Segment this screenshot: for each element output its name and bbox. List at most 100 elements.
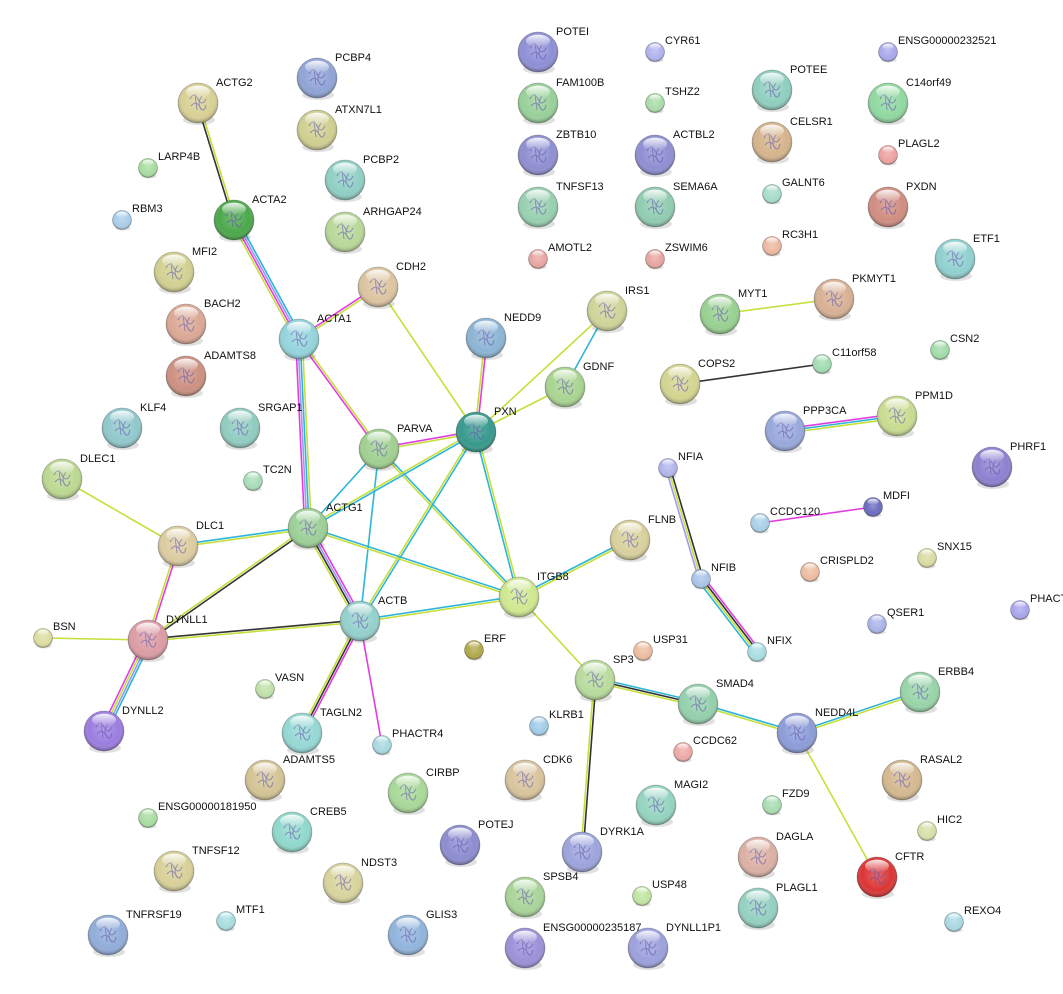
node-itgb8[interactable] bbox=[498, 576, 540, 619]
node-potee[interactable] bbox=[751, 69, 793, 112]
node-plagl2[interactable] bbox=[878, 145, 898, 166]
node-dlc1[interactable] bbox=[157, 525, 199, 568]
node-ppm1d[interactable] bbox=[876, 395, 918, 438]
node-larp4b[interactable] bbox=[138, 158, 158, 179]
node-dlec1[interactable] bbox=[41, 458, 83, 501]
edge-sp3-dyrk1a[interactable] bbox=[580, 679, 597, 853]
edge-irs1-pxn[interactable] bbox=[475, 310, 608, 433]
node-c14orf49[interactable] bbox=[867, 82, 909, 125]
edge-dlc1-dlec1[interactable] bbox=[61, 478, 179, 547]
edge-actg2-acta2[interactable] bbox=[196, 102, 236, 221]
node-tc2n[interactable] bbox=[243, 471, 263, 492]
node-dynll1[interactable] bbox=[127, 619, 169, 662]
node-cftr[interactable] bbox=[856, 856, 898, 899]
node-fam100b[interactable] bbox=[517, 82, 559, 125]
node-atxn7l1[interactable] bbox=[296, 109, 338, 152]
edge-actg1-dlc1[interactable] bbox=[177, 526, 309, 548]
edge-cops2-c11orf58[interactable] bbox=[679, 363, 823, 385]
edge-actg1-itgb8[interactable] bbox=[307, 526, 520, 599]
node-gdnf[interactable] bbox=[544, 366, 586, 409]
node-potei[interactable] bbox=[517, 31, 559, 74]
edge-actb-itgb8[interactable] bbox=[359, 595, 520, 623]
edge-pxn-actb[interactable] bbox=[358, 431, 478, 622]
node-etf1[interactable] bbox=[934, 238, 976, 281]
node-actg2[interactable] bbox=[177, 82, 219, 125]
node-phactr4[interactable] bbox=[372, 735, 392, 756]
node-bsn[interactable] bbox=[33, 628, 53, 649]
node-magi2[interactable] bbox=[635, 784, 677, 827]
node-fzd9[interactable] bbox=[762, 795, 782, 816]
node-actb[interactable] bbox=[339, 600, 381, 643]
edge-ccdc120-mdfi[interactable] bbox=[759, 506, 874, 524]
node-adamts5[interactable] bbox=[244, 759, 286, 802]
edge-actg1-dynll1[interactable] bbox=[146, 526, 310, 642]
edge-nedd4l-cftr[interactable] bbox=[796, 732, 878, 878]
node-glis3[interactable] bbox=[387, 914, 429, 957]
node-cirbp[interactable] bbox=[387, 772, 429, 815]
node-sp3[interactable] bbox=[574, 659, 616, 702]
node-actbl2[interactable] bbox=[634, 134, 676, 177]
node-srgap1[interactable] bbox=[219, 407, 261, 450]
node-arhgap24[interactable] bbox=[324, 211, 366, 254]
node-flnb[interactable] bbox=[609, 519, 651, 562]
edge-parva-actb[interactable] bbox=[359, 448, 380, 622]
node-zbtb10[interactable] bbox=[517, 134, 559, 177]
node-ensg00000181950[interactable] bbox=[138, 808, 158, 829]
node-nedd4l[interactable] bbox=[776, 712, 818, 755]
node-celsr1[interactable] bbox=[751, 121, 793, 164]
node-bach2[interactable] bbox=[165, 303, 207, 346]
node-ndst3[interactable] bbox=[322, 862, 364, 905]
node-rc3h1[interactable] bbox=[762, 236, 782, 257]
node-vasn[interactable] bbox=[255, 679, 275, 700]
node-cops2[interactable] bbox=[659, 363, 701, 406]
node-rbm3[interactable] bbox=[112, 210, 132, 231]
node-dyrk1a[interactable] bbox=[561, 831, 603, 874]
edge-cdh2-pxn[interactable] bbox=[377, 286, 477, 433]
node-spsb4[interactable] bbox=[504, 876, 546, 919]
edge-acta2-acta1[interactable] bbox=[230, 218, 303, 341]
edge-nedd4l-erbb4[interactable] bbox=[796, 690, 921, 735]
node-myt1[interactable] bbox=[699, 293, 741, 336]
node-mtf1[interactable] bbox=[216, 911, 236, 932]
edge-pxn-actg1[interactable] bbox=[307, 430, 477, 530]
node-phrf1[interactable] bbox=[971, 446, 1013, 489]
node-creb5[interactable] bbox=[271, 811, 313, 854]
node-potej[interactable] bbox=[439, 824, 481, 867]
node-tnfsf13[interactable] bbox=[517, 186, 559, 229]
node-usp48[interactable] bbox=[632, 886, 652, 907]
node-crispld2[interactable] bbox=[800, 562, 820, 583]
node-ensg00000232521[interactable] bbox=[878, 42, 898, 63]
node-nfia[interactable] bbox=[658, 458, 678, 479]
node-mdfi[interactable] bbox=[863, 497, 883, 518]
node-rexo4[interactable] bbox=[944, 912, 964, 933]
node-smad4[interactable] bbox=[677, 683, 719, 726]
node-ccdc120[interactable] bbox=[750, 513, 770, 534]
node-klf4[interactable] bbox=[101, 407, 143, 450]
node-hic2[interactable] bbox=[917, 821, 937, 842]
node-usp31[interactable] bbox=[633, 641, 653, 662]
node-pcbp2[interactable] bbox=[324, 159, 366, 202]
edge-actb-dynll1[interactable] bbox=[147, 619, 361, 642]
edge-nfib-nfix[interactable] bbox=[697, 576, 761, 655]
node-mfi2[interactable] bbox=[153, 251, 195, 294]
node-cdh2[interactable] bbox=[357, 266, 399, 309]
node-galnt6[interactable] bbox=[762, 184, 782, 205]
edge-itgb8-flnb[interactable] bbox=[518, 538, 631, 599]
node-dynll2[interactable] bbox=[83, 710, 125, 753]
edge-acta1-actg1[interactable] bbox=[294, 338, 313, 529]
edge-nfia-nfib[interactable] bbox=[665, 467, 704, 580]
node-sema6a[interactable] bbox=[634, 186, 676, 229]
node-qser1[interactable] bbox=[867, 614, 887, 635]
node-phactr2[interactable] bbox=[1010, 600, 1030, 621]
node-ensg00000235187[interactable] bbox=[504, 927, 546, 970]
node-erbb4[interactable] bbox=[899, 671, 941, 714]
node-rasal2[interactable] bbox=[881, 759, 923, 802]
node-csn2[interactable] bbox=[930, 340, 950, 361]
node-zswim6[interactable] bbox=[645, 249, 665, 270]
node-nedd9[interactable] bbox=[465, 317, 507, 360]
node-tagln2[interactable] bbox=[281, 712, 323, 755]
edge-pxn-itgb8[interactable] bbox=[474, 431, 521, 598]
node-erf[interactable] bbox=[464, 640, 484, 661]
node-tnfsf12[interactable] bbox=[153, 850, 195, 893]
node-snx15[interactable] bbox=[917, 548, 937, 569]
